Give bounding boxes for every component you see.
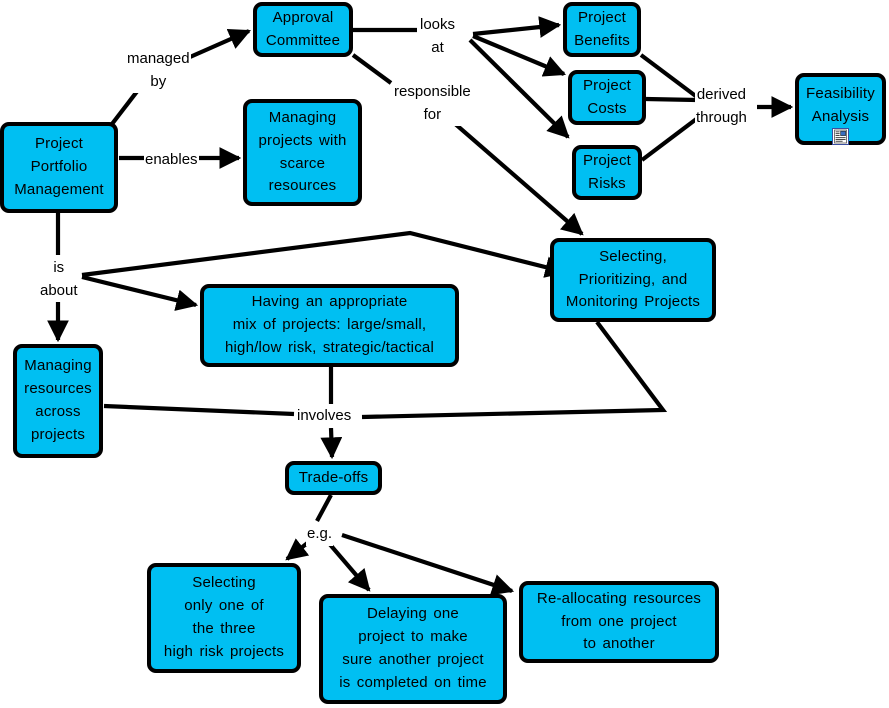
node-re-allocating-resources[interactable]: Re-allocating resources from one project… [519, 581, 719, 663]
node-line: only one of [184, 597, 264, 615]
edge-trade-offs-to-eg [315, 494, 333, 522]
node-delaying-one-project[interactable]: Delaying one project to make sure anothe… [319, 594, 507, 704]
node-project-portfolio-management[interactable]: Project Portfolio Management [0, 122, 118, 213]
edge-eg-to-delaying [325, 539, 371, 592]
node-line: across [35, 403, 81, 420]
link-label-e-g: e.g. [306, 523, 334, 546]
link-label-line: involves [297, 407, 352, 424]
node-line: Costs [587, 99, 627, 117]
node-line: Committee [265, 31, 341, 49]
edge-is-about-to-having-mix [81, 274, 199, 311]
link-label-line: is [53, 259, 65, 276]
node-line: is completed on time [339, 673, 487, 691]
node-managing-projects-scarce-resources[interactable]: Managing projects with scarce resources [243, 99, 362, 206]
node-line: Management [14, 180, 104, 198]
node-line: sure another project [342, 651, 484, 668]
node-line: Having an appropriate [251, 293, 408, 311]
edge-responsible-for-to-selecting [451, 120, 584, 236]
link-label-line: at [431, 38, 444, 56]
link-label-line: through [696, 108, 747, 126]
node-selecting-prioritizing-monitoring[interactable]: Selecting, Prioritizing, and Monitoring … [550, 238, 716, 322]
link-label-derived-through: derived through [695, 84, 748, 129]
node-line: Delaying one [367, 605, 459, 623]
node-line: Feasibility [806, 85, 875, 102]
link-label-line: responsible [394, 83, 471, 100]
node-project-costs[interactable]: Project Costs [568, 70, 646, 125]
link-label-is-about: is about [39, 257, 79, 302]
node-line: from one project [561, 612, 677, 630]
link-label-line: derived [696, 86, 747, 103]
node-line: Portfolio [30, 158, 88, 176]
node-line: Approval [272, 8, 334, 26]
node-line: Managing [24, 357, 92, 375]
link-label-line: by [150, 72, 167, 90]
node-line: Project [577, 8, 627, 26]
edge-approval-committee-to-responsible-for [351, 53, 393, 85]
edge-eg-to-re-allocating [341, 533, 515, 596]
link-label-managed-by: managed by [126, 48, 191, 93]
node-project-risks[interactable]: Project Risks [572, 145, 642, 200]
node-line: Project [34, 135, 84, 153]
link-label-line: for [423, 105, 442, 123]
node-line: Monitoring Projects [565, 293, 701, 311]
node-managing-resources-across-projects[interactable]: Managing resources across projects [13, 344, 103, 458]
node-line: projects with [258, 131, 347, 149]
node-line: project to make [358, 628, 468, 646]
edge-project-risks-to-derived [640, 115, 701, 162]
node-line: Benefits [574, 31, 630, 49]
link-label-line: e.g. [307, 525, 333, 542]
node-line: Project [582, 151, 632, 169]
edge-managing-resources-to-involves [103, 403, 295, 417]
node-trade-offs[interactable]: Trade-offs [285, 461, 382, 495]
document-image-icon[interactable] [832, 128, 849, 145]
node-approval-committee[interactable]: Approval Committee [253, 2, 353, 57]
link-label-line: enables [145, 151, 198, 168]
node-project-benefits[interactable]: Project Benefits [563, 2, 641, 57]
link-label-line: about [40, 281, 78, 299]
node-line: Analysis [811, 107, 870, 125]
node-line: Risks [588, 174, 626, 192]
node-selecting-only-one[interactable]: Selecting only one of the three high ris… [147, 563, 301, 673]
link-label-line: managed [127, 50, 190, 67]
node-line: the three [192, 620, 256, 637]
link-label-line: looks [420, 16, 456, 33]
link-label-looks-at: looks at [419, 14, 457, 59]
node-line: mix of projects: large/small, [232, 316, 427, 334]
edge-looks-at-to-project-risks [468, 38, 570, 139]
node-line: high risk projects [163, 642, 285, 660]
node-line: Selecting, [599, 247, 667, 265]
edge-looks-at-to-project-benefits [472, 16, 562, 38]
node-line: Trade-offs [298, 468, 369, 486]
node-line: Re-allocating resources [536, 589, 702, 607]
node-line: to another [583, 635, 655, 653]
node-line: resources [24, 380, 92, 398]
node-having-appropriate-mix[interactable]: Having an appropriate mix of projects: l… [200, 284, 459, 367]
edge-involves-to-trade-offs [320, 427, 343, 460]
link-label-enables: enables [144, 149, 199, 172]
node-line: projects [30, 425, 86, 443]
node-line: Selecting [192, 574, 256, 592]
link-label-involves: involves [296, 405, 353, 428]
node-line: scarce [279, 154, 326, 172]
edge-is-about-to-selecting [81, 230, 568, 278]
edge-looks-at-to-project-costs [472, 34, 567, 77]
edge-project-costs-to-derived [645, 96, 698, 103]
node-line: Project [582, 76, 632, 94]
link-label-responsible-for: responsible for [393, 81, 472, 126]
node-line: high/low risk, strategic/tactical [224, 338, 434, 356]
node-line: resources [268, 177, 337, 195]
edge-managed-by-to-approval-committee [189, 28, 251, 59]
node-line: Prioritizing, and [578, 270, 688, 288]
node-feasibility-analysis[interactable]: Feasibility Analysis [795, 73, 886, 145]
node-line: Managing [268, 108, 337, 126]
edge-project-benefits-to-derived [639, 53, 699, 99]
